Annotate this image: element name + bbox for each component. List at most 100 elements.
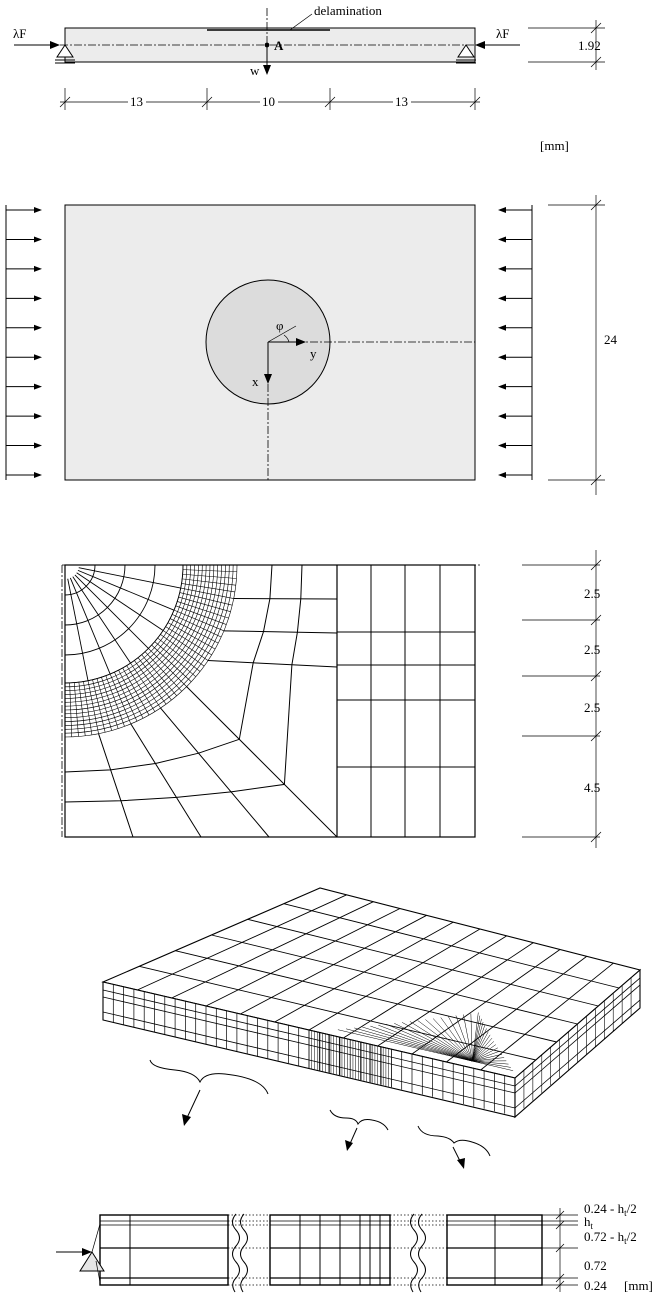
break-mark-1a [232, 1213, 240, 1293]
mesh-radial-fine [148, 648, 187, 687]
mesh-3d-view [101, 887, 642, 1169]
plate-height-dimension: 24 [548, 195, 618, 495]
mesh-radial-fine [141, 654, 177, 696]
mesh3d-fan-line [472, 1037, 493, 1062]
y-label: y [310, 346, 317, 361]
x-axis-arrowhead [264, 374, 272, 384]
break-mark-2b [418, 1213, 426, 1293]
mesh3d-top-line [247, 918, 599, 1007]
mesh3d-fan-line [472, 1044, 497, 1062]
break-mark-1b [240, 1213, 248, 1293]
mesh-radial-fine [173, 609, 225, 632]
load-arrowhead [498, 472, 506, 478]
brace-right [417, 1125, 491, 1169]
mesh-radial-fine [109, 673, 132, 725]
section-label-5: 0.24 [584, 1278, 607, 1293]
mesh3d-front-layer [102, 989, 516, 1087]
beam-view: delamination A w λF λF [13, 3, 605, 153]
mesh-radial-fine [177, 601, 229, 619]
section-support [79, 1251, 105, 1272]
mesh-radial-fine [130, 662, 161, 709]
section-dimensions [510, 1208, 578, 1292]
mesh-radial-fine [170, 618, 219, 644]
mesh3d-fan-line [409, 1021, 473, 1062]
mesh-radial-fine [101, 677, 119, 729]
mesh-radial-inner [77, 569, 175, 611]
phi-label: φ [276, 318, 284, 333]
section-support-link-top [91, 1223, 101, 1253]
mesh-radial-inner [74, 574, 149, 649]
right-force-label: λF [496, 26, 510, 41]
brace-left [149, 1059, 269, 1126]
dim-left-label: 13 [130, 94, 143, 109]
mesh-symmetry-lines [61, 564, 480, 837]
mesh3d-fan-line [448, 1016, 473, 1062]
load-arrowhead [498, 413, 506, 420]
mesh-radial-fine [83, 681, 93, 735]
mesh3d-top-line [211, 934, 578, 1025]
mesh3d-fan-line [425, 1019, 473, 1062]
units-label: [mm] [540, 138, 569, 153]
mesh-radial-fine [175, 605, 227, 625]
mesh3d-front-layer [102, 1011, 516, 1109]
mesh-radial-fine [154, 641, 196, 677]
load-arrowhead [498, 354, 506, 361]
mesh3d-fan-line [472, 1015, 481, 1062]
mesh3d-fan-line [432, 1018, 473, 1062]
mesh-radial-fine [92, 679, 106, 733]
mesh-radial-fine [162, 630, 209, 661]
plate-plan-view: φ y x 24 [5, 195, 618, 495]
mesh-radial-fine [114, 672, 138, 722]
mesh-dim-2: 2.5 [584, 642, 600, 657]
x-label: x [252, 374, 259, 389]
mesh-radial-fine [182, 569, 237, 573]
mesh-radial-fine [179, 592, 233, 606]
section-block [269, 1214, 391, 1286]
mesh3d-fan-line [401, 1022, 473, 1062]
load-arrowhead [498, 295, 506, 302]
load-arrowhead [498, 324, 506, 331]
mesh3d-fan-line [346, 1028, 473, 1062]
load-arrowhead [34, 383, 42, 390]
mesh-2d-view: 2.5 2.5 2.5 4.5 [61, 550, 602, 848]
load-arrowhead [498, 236, 506, 243]
mesh3d-fan-line [472, 1021, 484, 1062]
y-axis-arrowhead [296, 338, 306, 346]
mesh3d-fan-line [472, 1018, 482, 1062]
load-arrowhead [34, 413, 42, 420]
mesh3d-fan-line [472, 1060, 511, 1068]
mesh3d-fan-line [378, 1024, 473, 1062]
mesh-radial-fine [160, 634, 205, 667]
mesh-radial-fine [87, 680, 99, 734]
load-arrowhead [498, 265, 506, 272]
section-label-3: 0.72 - ht/2 [584, 1229, 637, 1246]
mesh-transition-radial [207, 660, 338, 668]
mesh3d-fan-line [463, 1014, 473, 1062]
load-arrowhead [34, 265, 42, 272]
load-arrowhead [34, 354, 42, 361]
w-arrowhead [263, 65, 271, 75]
mesh-radial-fine [178, 596, 231, 612]
mesh-radial-fine [180, 587, 234, 599]
cross-section-view: 0.24 - ht/2 ht 0.72 - ht/2 0.72 0.24 [mm… [56, 1201, 653, 1293]
mesh-radial-inner [72, 576, 131, 664]
right-force-arrowhead [475, 41, 485, 49]
load-arrowhead [34, 236, 42, 243]
mesh3d-fan-line [354, 1027, 473, 1062]
plate-height-label: 24 [604, 332, 618, 347]
mesh3d-fan-line [472, 1050, 501, 1062]
section-label-1: 0.24 - ht/2 [584, 1201, 637, 1218]
mesh-radial-fine [144, 651, 182, 692]
mesh-radial-inner [76, 572, 164, 631]
section-label-2: ht [584, 1214, 594, 1231]
mesh3d-fan-line [370, 1025, 473, 1062]
load-arrowhead [34, 324, 42, 331]
mesh3d-fan-line [394, 1023, 473, 1062]
break-mark-2a [410, 1213, 418, 1293]
delamination-leader [289, 13, 313, 31]
mesh-transition-radial [223, 630, 338, 634]
left-force-label: λF [13, 26, 27, 41]
mesh3d-fan-line [472, 1057, 505, 1062]
mesh3d-fan-line [362, 1026, 473, 1062]
left-force-arrowhead [50, 41, 60, 49]
